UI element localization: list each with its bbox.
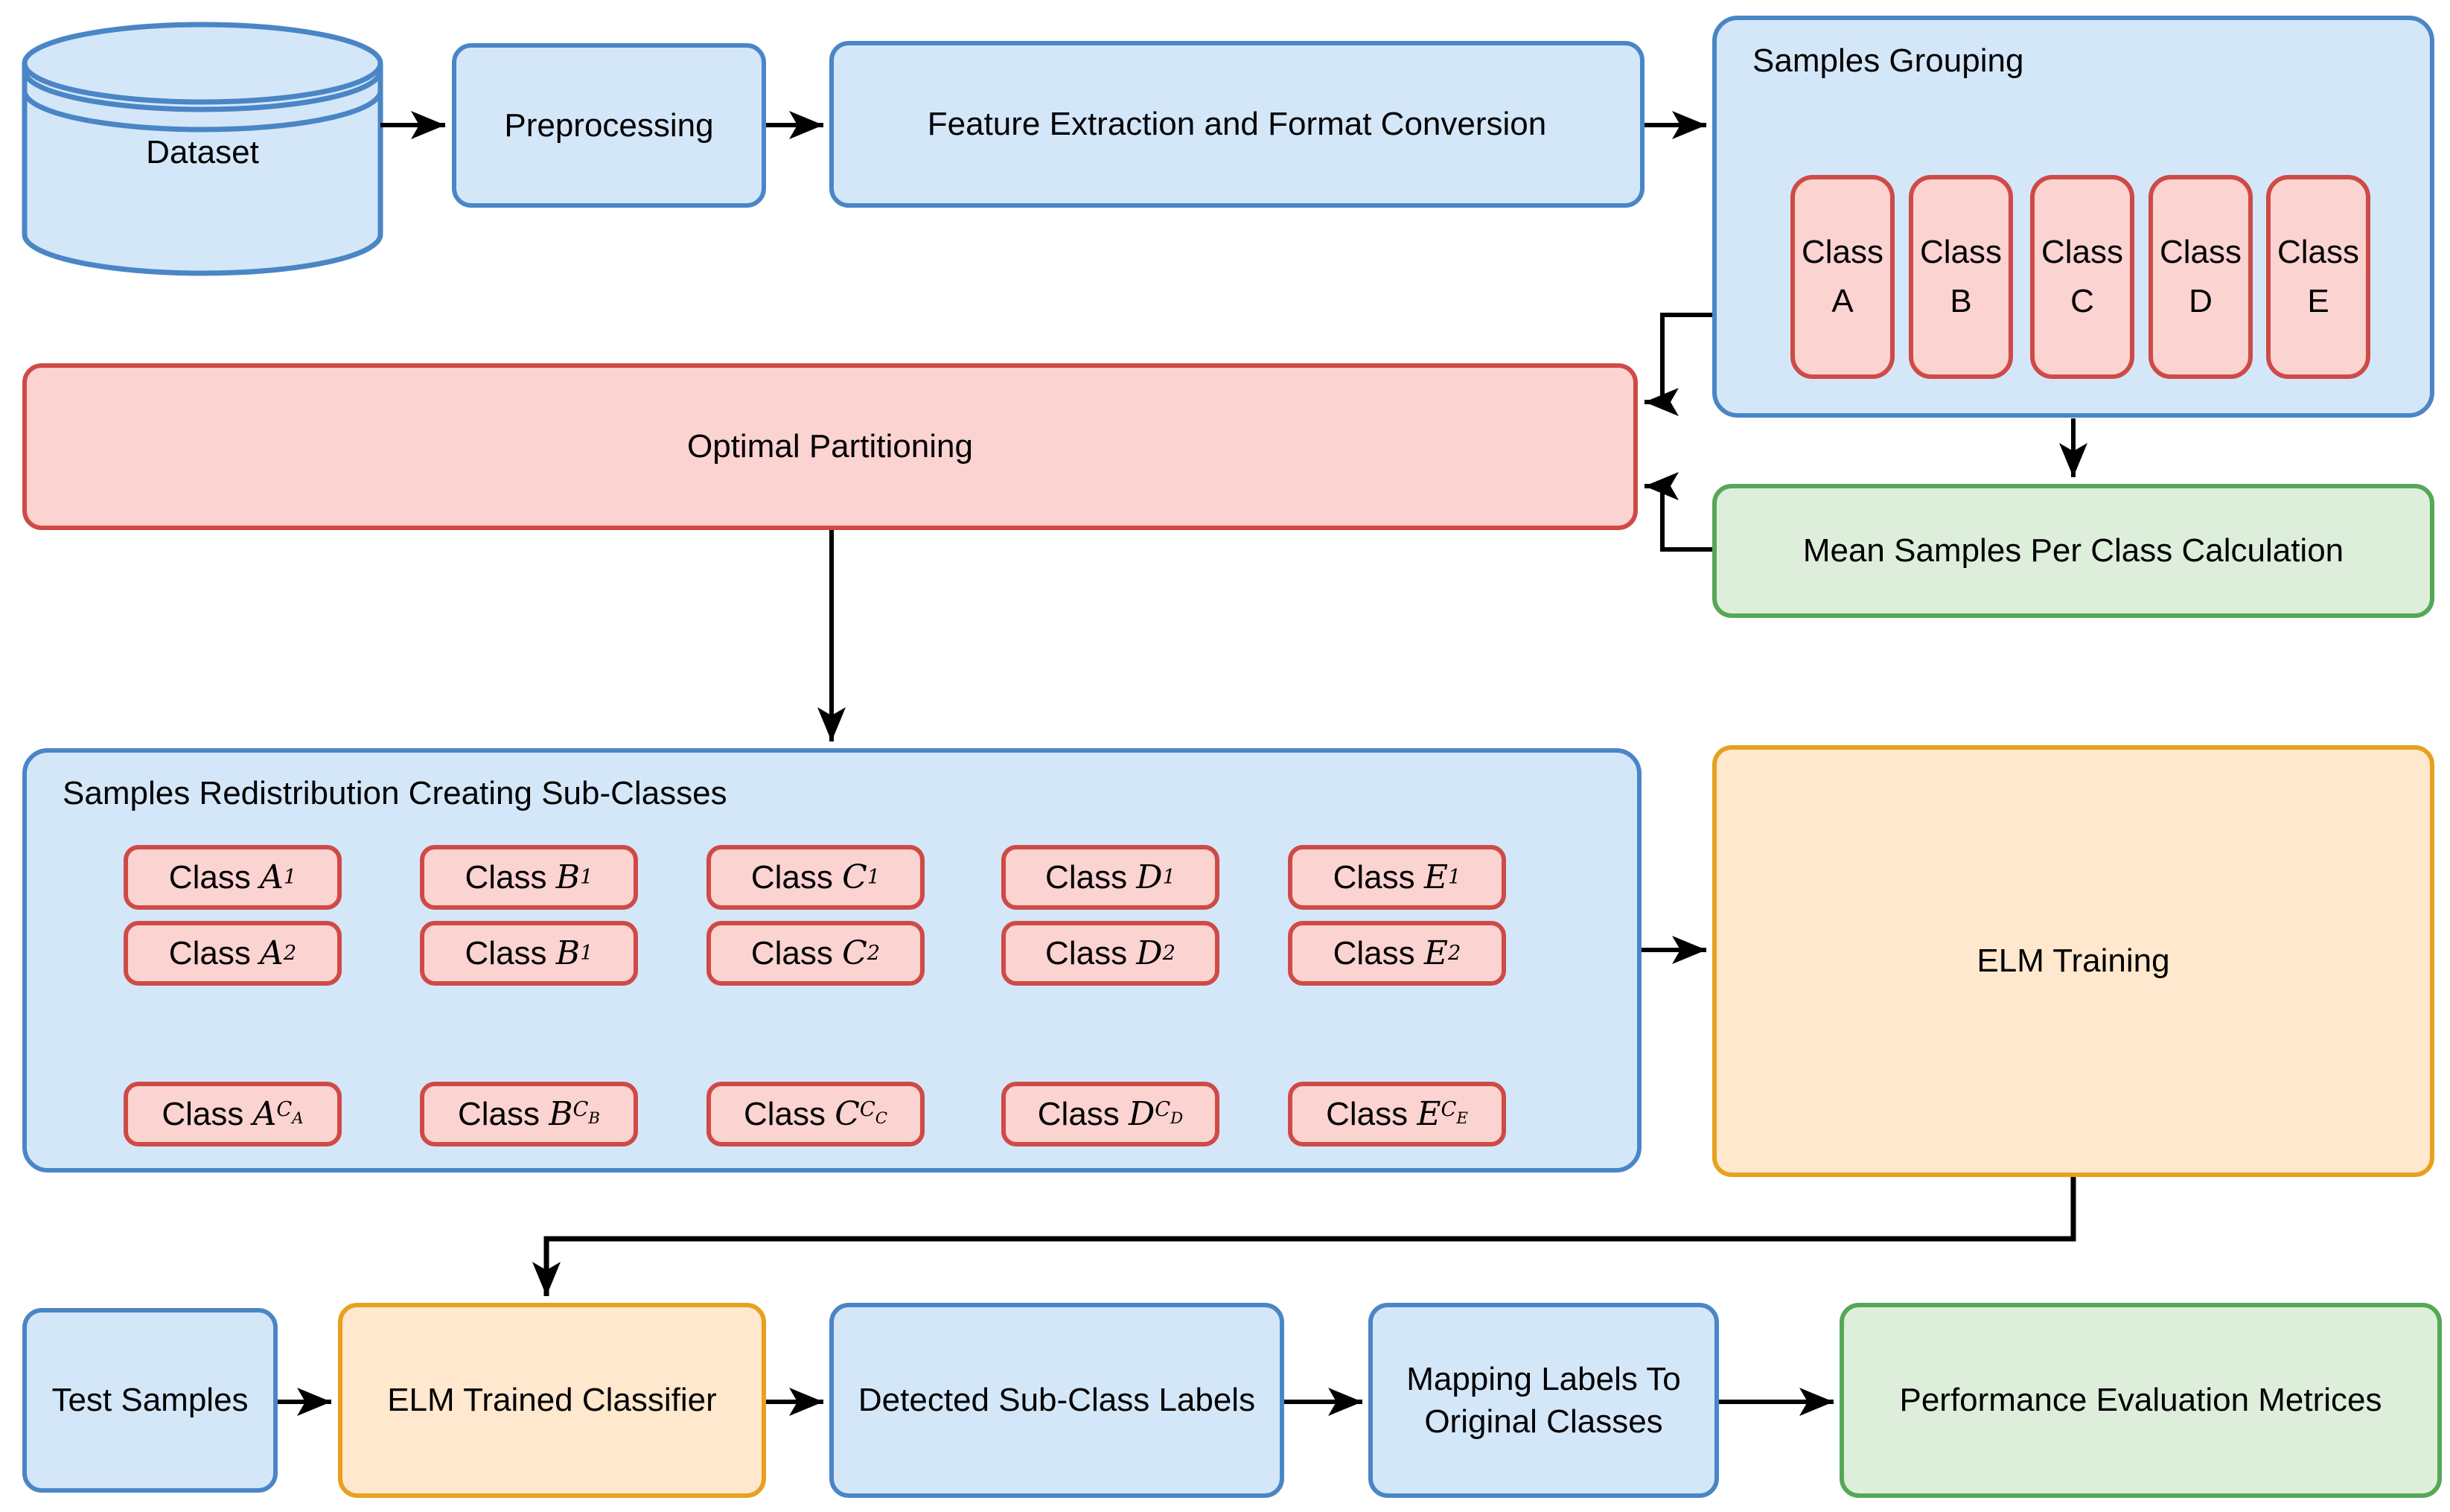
arrow-elm-training-to-classifier	[532, 1177, 2076, 1296]
samples-grouping-container: Samples Grouping Class A Class B Class C…	[1712, 16, 2434, 418]
detected-labels-node: Detected Sub-Class Labels	[829, 1303, 1284, 1498]
class-b-word: Class	[1919, 234, 2003, 270]
samples-redistribution-container: Samples Redistribution Creating Sub-Clas…	[22, 748, 1642, 1173]
optimal-partitioning-node: Optimal Partitioning	[22, 363, 1638, 530]
preprocessing-label: Preprocessing	[504, 106, 714, 144]
mean-samples-label: Mean Samples Per Class Calculation	[1802, 532, 2344, 570]
class-a-box: Class A	[1790, 175, 1895, 379]
mapping-labels-label: Mapping Labels To Original Classes	[1406, 1360, 1681, 1440]
class-e-letter: E	[2307, 283, 2329, 319]
detected-labels-label: Detected Sub-Class Labels	[858, 1382, 1256, 1419]
class-d-word: Class	[2159, 234, 2242, 270]
class-c-word: Class	[2041, 234, 2124, 270]
preprocessing-node: Preprocessing	[452, 43, 766, 208]
samples-redistribution-title: Samples Redistribution Creating Sub-Clas…	[63, 775, 727, 811]
arrow-grouping-to-partitioning	[1645, 313, 1712, 416]
class-e-box: Class E	[2266, 175, 2370, 379]
test-samples-label: Test Samples	[51, 1382, 249, 1419]
class-e-word: Class	[2277, 234, 2360, 270]
dataset-node: Dataset	[22, 97, 383, 208]
class-c-box: Class C	[2030, 175, 2134, 379]
class-d-letter: D	[2189, 283, 2213, 319]
performance-eval-node: Performance Evaluation Metrices	[1840, 1303, 2442, 1498]
samples-grouping-title: Samples Grouping	[1752, 42, 2024, 79]
elm-training-node: ELM Training	[1712, 745, 2434, 1177]
test-samples-node: Test Samples	[22, 1308, 278, 1493]
optimal-partitioning-label: Optimal Partitioning	[687, 428, 973, 465]
class-a-word: Class	[1801, 234, 1884, 270]
elm-trained-classifier-node: ELM Trained Classifier	[338, 1303, 766, 1498]
class-b-box: Class B	[1909, 175, 2013, 379]
feature-extraction-label: Feature Extraction and Format Conversion	[927, 106, 1547, 143]
class-b-letter: B	[1950, 283, 1972, 319]
class-c-letter: C	[2070, 283, 2094, 319]
class-a-letter: A	[1831, 283, 1854, 319]
feature-extraction-node: Feature Extraction and Format Conversion	[829, 41, 1645, 208]
elm-training-label: ELM Training	[1977, 942, 2170, 980]
dataset-label: Dataset	[146, 134, 259, 170]
mapping-labels-node: Mapping Labels To Original Classes	[1368, 1303, 1719, 1498]
performance-eval-label: Performance Evaluation Metrices	[1899, 1382, 2382, 1419]
dataset-cylinder-shape	[22, 22, 383, 276]
mean-samples-node: Mean Samples Per Class Calculation	[1712, 484, 2434, 618]
class-d-box: Class D	[2148, 175, 2253, 379]
elm-trained-classifier-label: ELM Trained Classifier	[387, 1382, 717, 1419]
arrow-mean-to-partitioning	[1645, 472, 1712, 552]
